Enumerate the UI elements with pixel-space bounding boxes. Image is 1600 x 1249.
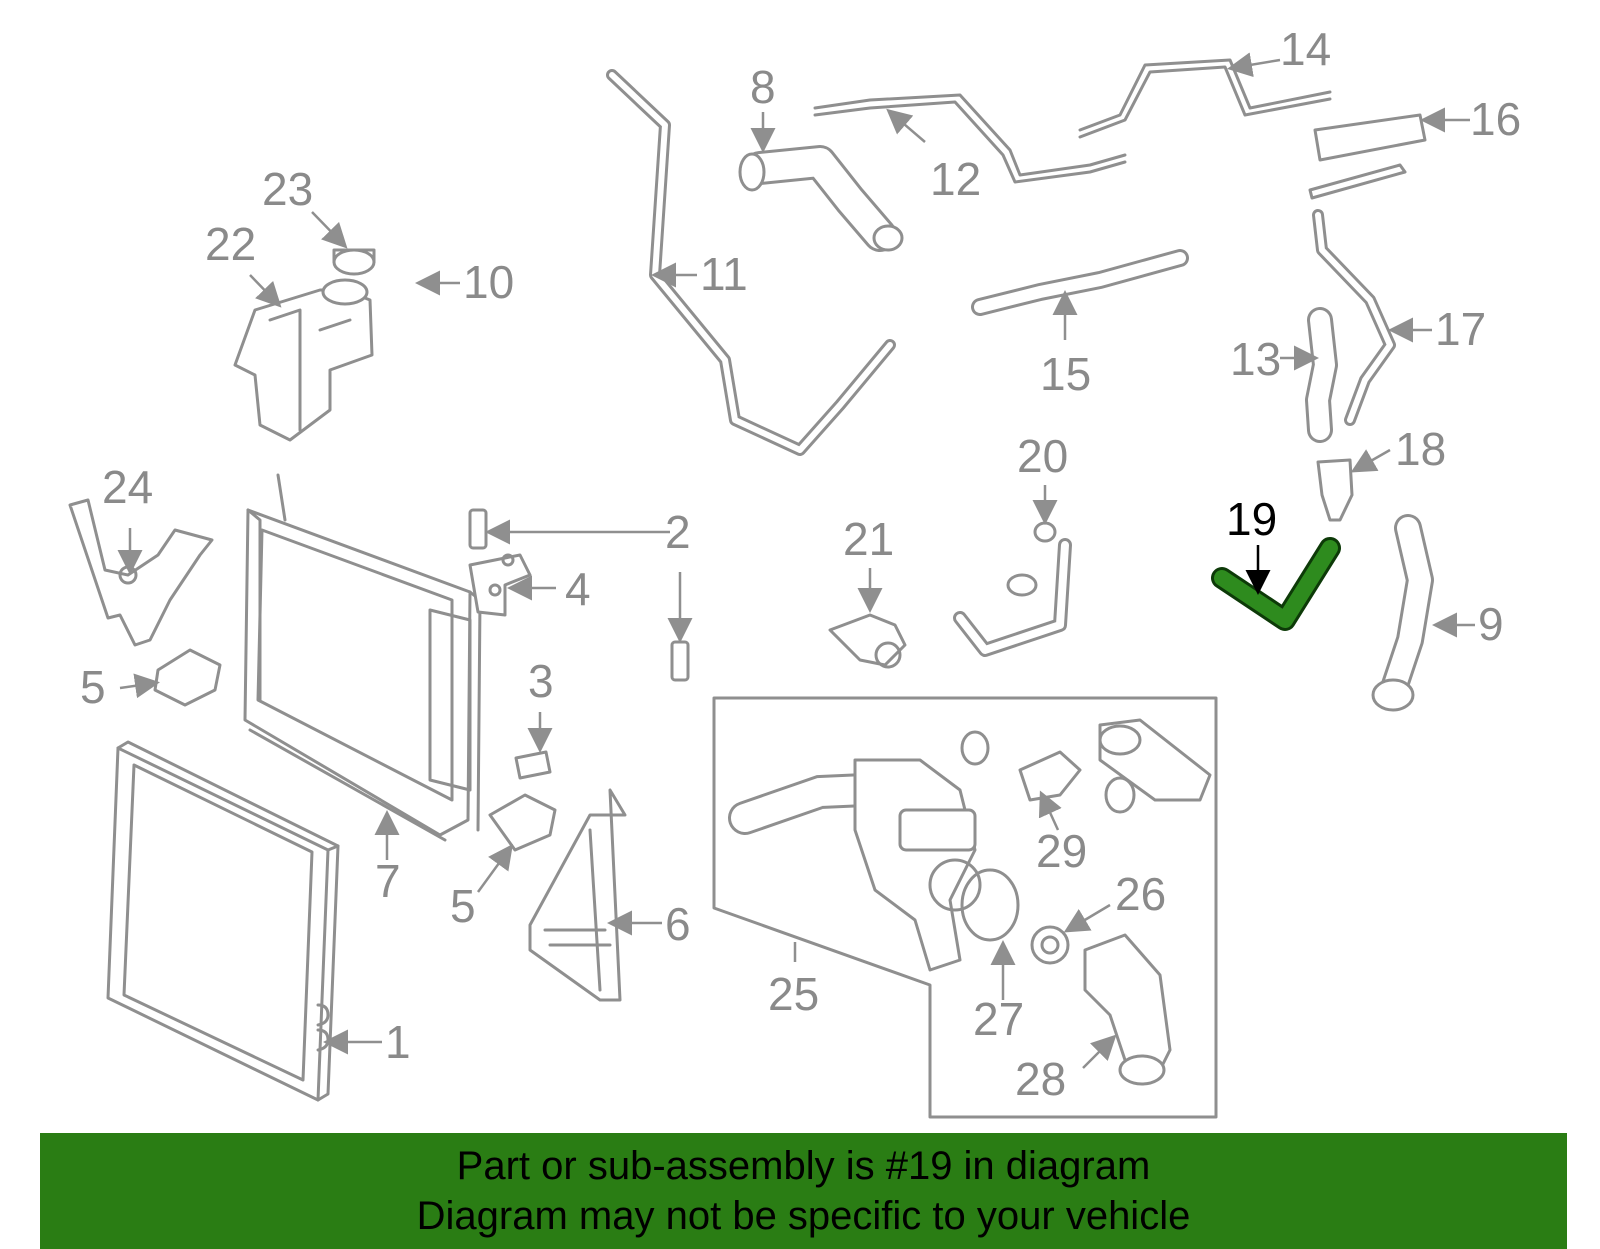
callout-5: 5 — [80, 661, 106, 713]
thermostat-part[interactable] — [1030, 925, 1070, 965]
callout-9: 9 — [1478, 598, 1504, 650]
callout-20: 20 — [1017, 430, 1068, 482]
sensor-21-part[interactable] — [828, 613, 907, 669]
callout-10: 10 — [463, 256, 514, 308]
callout-16: 16 — [1470, 93, 1521, 145]
hose-8-part[interactable] — [738, 145, 904, 252]
info-banner: Part or sub-assembly is #19 in diagram D… — [40, 1133, 1567, 1249]
mount-part[interactable] — [153, 648, 557, 852]
line-14-part[interactable] — [1078, 58, 1332, 139]
mount-bracket-part[interactable] — [68, 498, 214, 647]
clip-part[interactable] — [514, 750, 552, 780]
callout-19: 19 — [1226, 493, 1277, 545]
water-pump-part[interactable] — [728, 758, 982, 972]
water-pump-assembly-box[interactable] — [712, 696, 1218, 1119]
callout-18: 18 — [1395, 423, 1446, 475]
callout-13: 13 — [1230, 333, 1281, 385]
callout-22: 22 — [205, 218, 256, 270]
hose-9-part[interactable] — [1371, 514, 1434, 712]
callout-24: 24 — [102, 461, 153, 513]
callout-27: 27 — [973, 993, 1024, 1045]
expansion-tank-part[interactable] — [233, 248, 376, 442]
gasket-part — [960, 718, 1212, 814]
callout-8: 8 — [750, 61, 776, 113]
callout-12: 12 — [930, 153, 981, 205]
sensor-29-part[interactable] — [1018, 750, 1082, 802]
callout-5-lower: 5 — [450, 880, 476, 932]
callout-21: 21 — [843, 513, 894, 565]
callout-4: 4 — [565, 563, 591, 615]
bracket-part[interactable] — [468, 553, 532, 617]
hose-11-part[interactable] — [606, 69, 896, 456]
hose-15-part[interactable] — [971, 249, 1189, 316]
callout-17: 17 — [1435, 303, 1486, 355]
callout-7: 7 — [375, 855, 401, 907]
callout-1: 1 — [385, 1016, 411, 1068]
callout-3: 3 — [528, 655, 554, 707]
gasket-27-part[interactable] — [960, 868, 1020, 942]
callout-11: 11 — [700, 248, 748, 300]
callout-26: 26 — [1115, 868, 1166, 920]
callout-2: 2 — [665, 506, 691, 558]
hose-20-part[interactable] — [953, 521, 1072, 657]
condenser-part[interactable] — [106, 740, 340, 1102]
air-deflector-part[interactable] — [528, 788, 627, 1002]
hose-13-part[interactable] — [1305, 307, 1338, 443]
callout-25: 25 — [768, 968, 819, 1020]
manifold-16-part[interactable] — [1308, 113, 1427, 200]
callout-23: 23 — [262, 163, 313, 215]
callout-28: 28 — [1015, 1053, 1066, 1105]
line-12-part[interactable] — [813, 93, 1127, 184]
hose-10-part[interactable] — [411, 107, 613, 474]
radiator-part[interactable] — [243, 473, 482, 842]
connector-18-part[interactable] — [1316, 458, 1354, 522]
line-17-part[interactable] — [1312, 209, 1396, 426]
bushing-part[interactable] — [468, 508, 690, 682]
banner-line-2: Diagram may not be specific to your vehi… — [416, 1194, 1191, 1238]
banner-line-1: Part or sub-assembly is #19 in diagram — [456, 1144, 1151, 1188]
callout-14: 14 — [1280, 23, 1331, 75]
callout-6: 6 — [665, 898, 691, 950]
thermostat-housing-part[interactable] — [1083, 933, 1172, 1086]
callout-15: 15 — [1040, 348, 1091, 400]
callout-29: 29 — [1036, 825, 1087, 877]
hose-19-part[interactable] — [1211, 537, 1341, 631]
